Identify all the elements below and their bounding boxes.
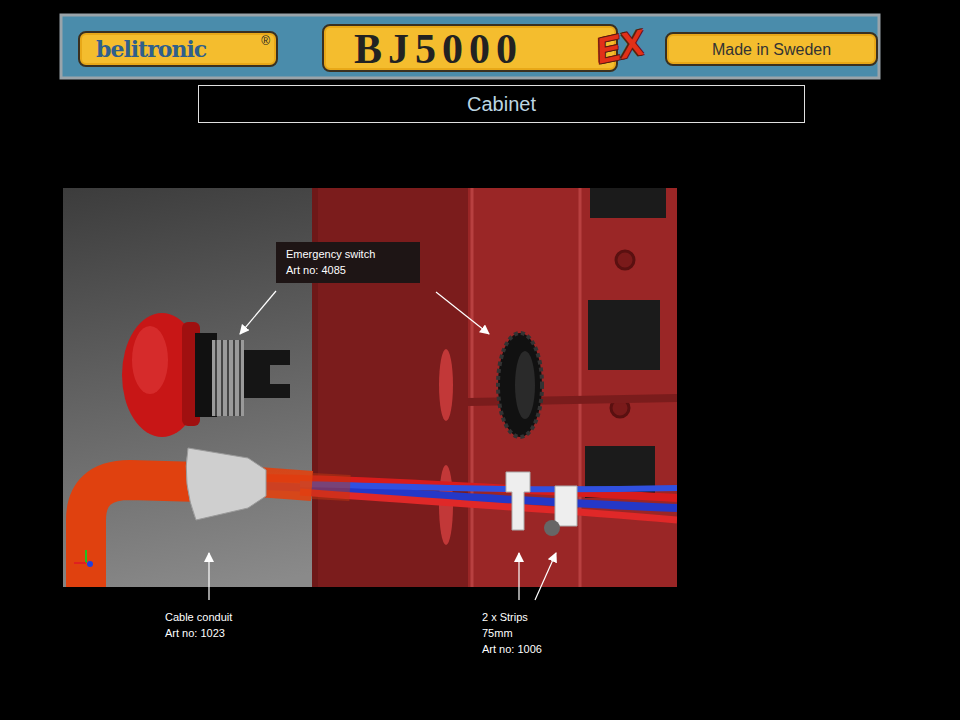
article-number: Art no: 1023 — [165, 627, 225, 639]
title-box: Cabinet — [198, 85, 805, 123]
leader-line — [208, 553, 209, 600]
switch-thread — [212, 340, 244, 416]
strip-length: 75mm — [482, 627, 513, 639]
header-banner — [61, 15, 879, 78]
axis-z — [87, 561, 93, 567]
axis-x — [74, 562, 86, 564]
leader-line — [436, 292, 489, 334]
thread-lines — [216, 340, 240, 416]
model-suffix: EX — [592, 21, 648, 72]
strip-hole — [544, 520, 560, 536]
wire-blue — [300, 484, 677, 489]
switch-nut — [498, 333, 542, 437]
switch-hole — [439, 349, 453, 421]
mounting-hole — [616, 251, 634, 269]
origin-box: Made in Sweden — [665, 32, 878, 66]
cable-strip — [506, 472, 530, 530]
axis-y — [85, 550, 87, 563]
leader-line — [240, 291, 276, 334]
part-callout-box: Emergency switchArt no: 4085 — [276, 242, 420, 283]
cabinet-cutout — [588, 300, 660, 370]
model-box: BJ5000EX — [322, 24, 618, 72]
switch-mushroom — [122, 313, 202, 437]
brand-name: belitronic — [96, 36, 206, 62]
conduit-tube — [86, 480, 200, 587]
switch-highlight — [132, 326, 168, 394]
cabinet-cutout — [590, 188, 666, 218]
part-name: 2 x Strips — [482, 611, 528, 623]
grey-background — [63, 188, 677, 587]
wire-red — [300, 492, 677, 520]
origin-text: Made in Sweden — [667, 41, 876, 59]
cabinet-edges — [472, 188, 580, 587]
part-name: Cable conduit — [165, 611, 232, 623]
cable-strip — [555, 486, 577, 526]
cabinet-front — [468, 188, 677, 587]
model-name: BJ5000 — [354, 25, 523, 73]
nut-inner — [515, 351, 535, 419]
leader-line — [518, 553, 519, 600]
switch-contact — [244, 350, 290, 398]
registered-mark: ® — [261, 34, 270, 48]
part-name: Emergency switch — [286, 248, 375, 260]
article-number: Art no: 4085 — [286, 264, 346, 276]
title-text: Cabinet — [199, 93, 804, 116]
brand-box: belitronic ® — [78, 31, 278, 67]
leader-line — [535, 553, 556, 600]
conduit-tube — [312, 486, 350, 488]
cabinet-illustration — [63, 188, 677, 587]
article-number: Art no: 1006 — [482, 643, 542, 655]
conduit-cone — [186, 448, 266, 520]
